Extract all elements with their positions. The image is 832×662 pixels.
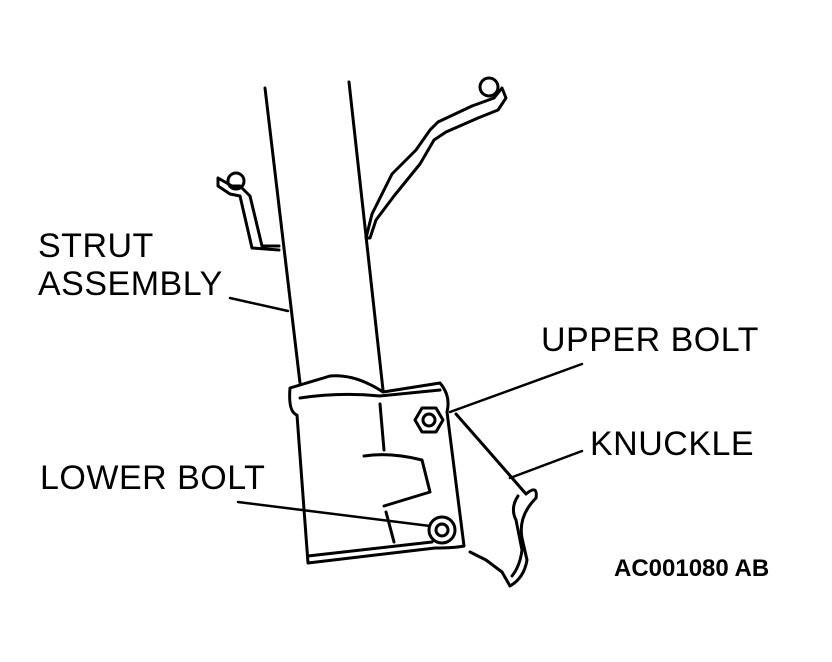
upper-bolt xyxy=(415,408,443,432)
strut-assembly-label-line-1: STRUT xyxy=(38,227,154,265)
upper-bolt-label: UPPER BOLT xyxy=(541,321,759,359)
strut-assembly-label-line-2: ASSEMBLY xyxy=(38,265,223,303)
left-brake-hose-bracket xyxy=(218,173,279,250)
right-abs-sensor-bracket xyxy=(366,78,506,238)
knuckle-label: KNUCKLE xyxy=(590,425,755,463)
upper-bolt-leader xyxy=(450,364,582,412)
steering-knuckle xyxy=(456,414,536,586)
strut-tube-left-edge xyxy=(265,88,300,383)
knuckle-leader xyxy=(510,451,582,478)
lower-bolt-label: LOWER BOLT xyxy=(40,459,266,497)
figure-reference-code: AC001080 AB xyxy=(614,555,770,582)
knuckle-clamp-bracket xyxy=(290,376,464,563)
lower-bolt xyxy=(429,517,455,543)
lower-bolt-leader xyxy=(238,502,430,526)
strut-assembly-leader xyxy=(230,298,288,311)
